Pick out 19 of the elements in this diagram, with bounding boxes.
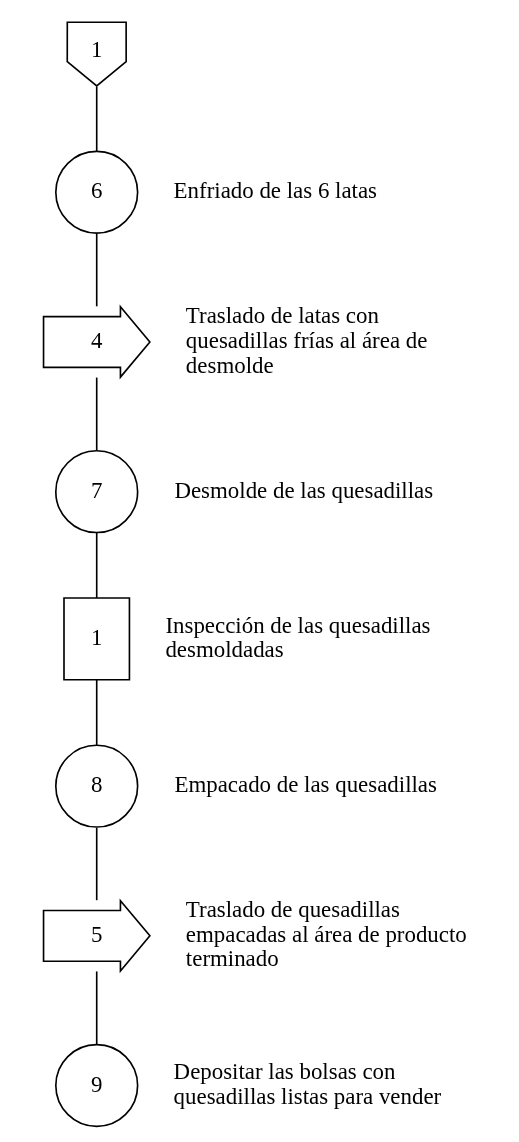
node-circle: 7 [55, 449, 139, 534]
node-circle: 6 [55, 150, 139, 234]
connector [95, 826, 98, 901]
connector [95, 85, 98, 152]
node-circle: 8 [55, 744, 139, 828]
node-circle: 9 [55, 1043, 139, 1128]
connector [95, 970, 98, 1046]
connector [95, 531, 98, 599]
node-label: Desmolde de las quesadillas [174, 477, 434, 503]
node-label: Traslado de latas con quesadillas frías al área de desmolde [185, 303, 428, 378]
node-label: Inspección de las quesadillas desmoldadas [165, 612, 431, 663]
connector [95, 679, 98, 747]
connector [95, 233, 98, 308]
connector [95, 376, 98, 452]
node-label: Enfriado de las 6 latas [173, 178, 378, 204]
node-label: Depositar las bolsas con quesadillas listas para vender [173, 1059, 442, 1109]
node-label: Empacado de las quesadillas [174, 772, 437, 798]
node-box: 1 [63, 597, 131, 681]
node-label: Traslado de quesadillas empacadas al área de producto terminado [185, 897, 467, 972]
